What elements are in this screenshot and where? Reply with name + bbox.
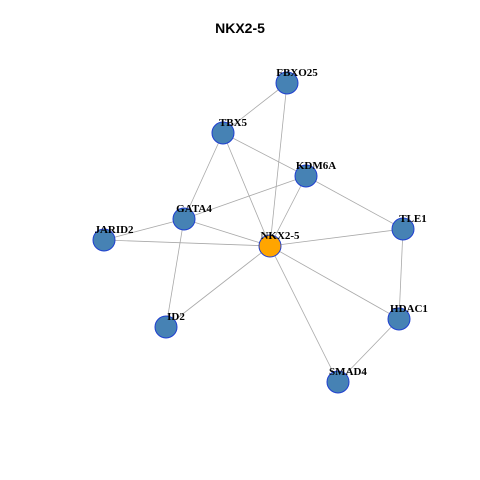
node-label-tbx5: TBX5 <box>219 117 248 129</box>
node-kdm6a[interactable] <box>294 164 318 188</box>
node-label-nkx2-5: NKX2-5 <box>260 230 300 242</box>
node-label-fbxo25: FBXO25 <box>276 67 318 79</box>
node-gata4[interactable] <box>172 207 196 231</box>
node-tle1[interactable] <box>391 217 415 241</box>
node-label-smad4: SMAD4 <box>329 366 367 378</box>
edge-tbx5-nkx2-5 <box>222 132 271 247</box>
node-label-kdm6a: KDM6A <box>296 160 336 172</box>
edge-fbxo25-tbx5 <box>222 82 288 134</box>
edge-fbxo25-nkx2-5 <box>269 82 288 247</box>
edge-nkx2-5-id2 <box>165 245 271 328</box>
edge-jarid2-nkx2-5 <box>103 239 271 247</box>
edge-tbx5-gata4 <box>183 132 224 220</box>
edge-hdac1-smad4 <box>337 318 400 383</box>
node-label-hdac1: HDAC1 <box>390 303 428 315</box>
node-label-jarid2: JARID2 <box>94 224 134 236</box>
graph-title: NKX2-5 <box>215 20 265 36</box>
edge-tle1-hdac1 <box>398 228 404 320</box>
node-id2[interactable] <box>154 315 178 339</box>
node-label-gata4: GATA4 <box>176 203 212 215</box>
node-nkx2-5[interactable] <box>258 234 282 258</box>
node-label-tle1: TLE1 <box>399 213 427 225</box>
node-fbxo25[interactable] <box>275 71 299 95</box>
edge-nkx2-5-smad4 <box>269 245 339 383</box>
node-smad4[interactable] <box>326 370 350 394</box>
edge-kdm6a-nkx2-5 <box>269 175 307 247</box>
edge-gata4-id2 <box>165 218 185 328</box>
edge-nkx2-5-hdac1 <box>269 245 400 320</box>
node-tbx5[interactable] <box>211 121 235 145</box>
edge-kdm6a-tle1 <box>305 175 404 230</box>
edge-nkx2-5-tle1 <box>269 228 404 247</box>
edge-gata4-nkx2-5 <box>183 218 271 247</box>
node-label-id2: ID2 <box>167 311 185 323</box>
edge-kdm6a-gata4 <box>183 175 307 220</box>
node-hdac1[interactable] <box>387 307 411 331</box>
edge-tbx5-kdm6a <box>222 132 307 177</box>
edge-gata4-jarid2 <box>103 218 185 241</box>
edges-layer <box>103 82 404 383</box>
node-jarid2[interactable] <box>92 228 116 252</box>
